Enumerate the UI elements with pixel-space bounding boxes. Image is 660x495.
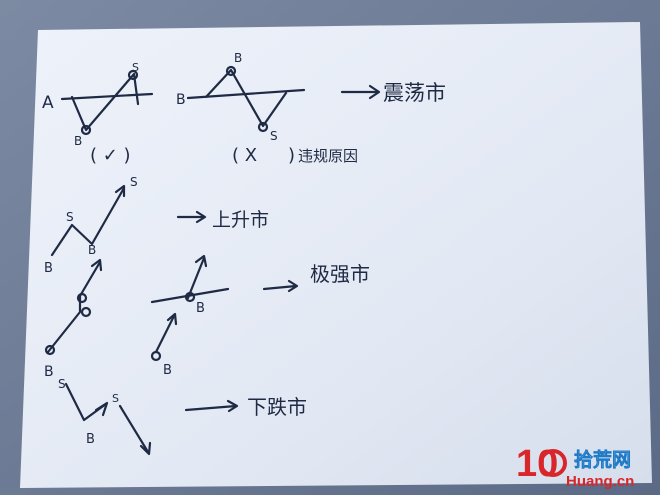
paper-sheet [20,22,652,488]
label-s-5: S [58,377,66,391]
watermark-logo-ring [539,449,567,477]
label-b-3: B [234,51,242,65]
label-b-6: B [44,364,54,380]
label-b-2: B [176,92,186,108]
label-s-4: S [130,175,138,189]
label-cross-reason: 违规原因 [298,147,358,165]
label-downtrend: 下跌市 [247,395,307,419]
label-s-1: S [132,61,139,74]
label-check: ( ✓ ) [90,145,131,166]
arrow-downtrend [184,399,239,413]
diagram-a-correct: A S B ( ✓ ) [42,61,154,166]
diagram-downtrend: S B S [58,377,152,456]
label-b-7: B [163,363,172,378]
label-b-5: B [88,243,96,257]
watermark-logo: 10 拾荒网 Huang.cn [516,443,634,490]
label-uptrend: 上升市 [212,209,269,231]
label-s-2: S [270,129,278,143]
watermark-domain: Huang.cn [566,473,634,490]
label-cross: ( X [232,145,257,166]
diagram-b-wrong: B B S ( X ) 违规原因 [176,51,358,166]
label-b-4: B [44,261,53,276]
label-cross-close: ) [288,145,295,166]
diagram-strong-left: B [44,258,103,380]
label-b-1: B [74,134,82,148]
label-s-3: S [66,210,74,224]
label-s-6: S [112,392,119,405]
label-b-8: B [196,301,205,316]
label-a: A [42,93,54,113]
label-strong: 极强市 [310,262,370,286]
arrow-uptrend [176,210,207,224]
diagram-strong-right: B B [150,254,230,378]
arrow-strong [262,279,299,293]
arrow-oscillation [340,84,381,100]
diagram-uptrend: B S B S [44,175,138,276]
label-b-9: B [86,432,95,447]
label-oscillation: 震荡市 [383,81,446,105]
watermark-cn-text: 拾荒网 [574,448,631,471]
